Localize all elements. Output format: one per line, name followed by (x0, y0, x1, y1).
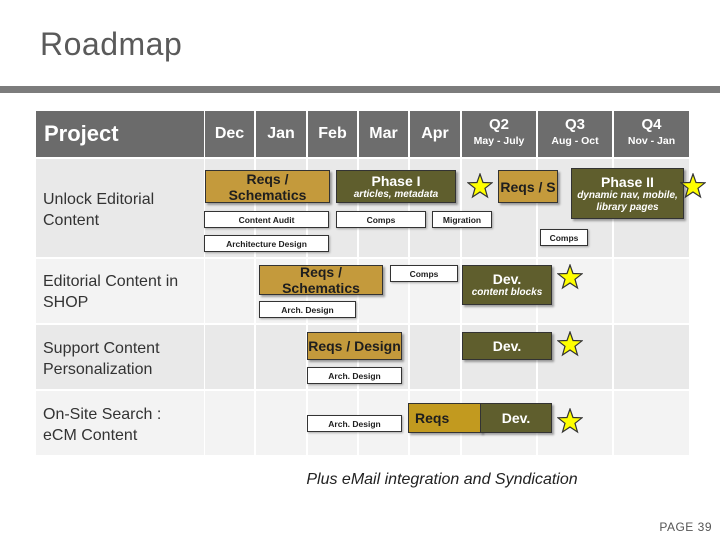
page-number: PAGE 39 (659, 520, 712, 534)
page-title: Roadmap (40, 26, 183, 62)
grid-cell (256, 391, 306, 455)
r2-comps-bar: Comps (390, 265, 458, 282)
r1-comps-bar: Comps (336, 211, 426, 228)
footnote: Plus eMail integration and Syndication (306, 471, 578, 488)
r1-comps2-bar: Comps (540, 229, 588, 246)
header-q4: Q4 Nov - Jan (614, 111, 689, 157)
grid-cell (205, 391, 254, 455)
header-month-feb: Feb (308, 111, 357, 157)
r2-dev-label: Dev. (492, 271, 522, 287)
header-q2: Q2 May - July (462, 111, 536, 157)
header-q3-range: Aug - Oct (551, 135, 599, 147)
grid-cell (36, 159, 204, 257)
grid-cell (614, 391, 689, 455)
row-label-editorial-shop: Editorial Content in SHOP (43, 273, 179, 311)
r4-arch-design-bar: Arch. Design (307, 415, 402, 432)
grid-cell (205, 325, 254, 389)
r3-arch-design-bar: Arch. Design (307, 367, 402, 384)
r3-milestone-star-icon (557, 331, 583, 357)
r4-milestone-star-icon (557, 408, 583, 434)
r3-dev-bar: Dev. (462, 332, 552, 360)
grid-cell (205, 259, 254, 323)
r2-arch-design-bar: Arch. Design (259, 301, 356, 318)
r1-architecture-design-bar: Architecture Design (204, 235, 329, 252)
grid-cell (614, 325, 689, 389)
r1-phase1-bar: Phase I articles, metadata (336, 170, 456, 203)
r1-phase2-label: Phase II (601, 173, 654, 190)
grid-cell (614, 259, 689, 323)
title-rule (0, 86, 720, 93)
header-q3-label: Q3 (564, 116, 585, 133)
r2-milestone-star-icon (557, 264, 583, 290)
row-label-unlock-editorial: Unlock Editorial Content (43, 191, 155, 229)
grid-cell (36, 391, 204, 455)
r1-reqs-schematics-bar: Reqs / Schematics (205, 170, 330, 203)
r2-dev-bar: Dev. content blocks (462, 265, 552, 305)
r1-phase2-milestone-star-icon (680, 173, 706, 199)
header-q2-range: May - July (473, 135, 525, 147)
r3-reqs-design-bar: Reqs / Design (307, 332, 402, 360)
r2-reqs-schematics-bar: Reqs / Schematics (259, 264, 383, 296)
header-q3: Q3 Aug - Oct (538, 111, 612, 157)
r1-phase2-bar: Phase II dynamic nav, mobile, library pa… (571, 168, 684, 219)
grid-cell (36, 325, 204, 389)
header-q4-range: Nov - Jan (627, 135, 676, 147)
header-month-dec: Dec (205, 111, 254, 157)
r1-content-audit-bar: Content Audit (204, 211, 329, 228)
header-month-mar: Mar (359, 111, 408, 157)
header-month-apr: Apr (410, 111, 460, 157)
r4-reqs-bar: Reqs (408, 403, 482, 433)
row-label-onsite-search: On-Site Search : eCM Content (43, 406, 162, 444)
r1-migration-bar: Migration (432, 211, 492, 228)
row-label-personalization: Support Content Personalization (43, 340, 160, 378)
grid-cell (410, 325, 460, 389)
r1-phase2-sub: dynamic nav, mobile, library pages (577, 189, 678, 213)
r1-phase1-sub: articles, metadata (353, 188, 439, 200)
header-month-jan: Jan (256, 111, 306, 157)
r1-reqs-s-bar: Reqs / S (498, 170, 558, 203)
grid-cell (256, 325, 306, 389)
header-project: Project (36, 111, 204, 157)
r4-dev-bar: Dev. (480, 403, 552, 433)
header-q4-label: Q4 (641, 116, 662, 133)
header-q2-label: Q2 (488, 116, 509, 133)
grid-cell (36, 259, 204, 323)
r1-phase1-milestone-star-icon (467, 173, 493, 199)
r1-phase1-label: Phase I (371, 172, 421, 189)
r2-dev-sub: content blocks (471, 287, 543, 298)
